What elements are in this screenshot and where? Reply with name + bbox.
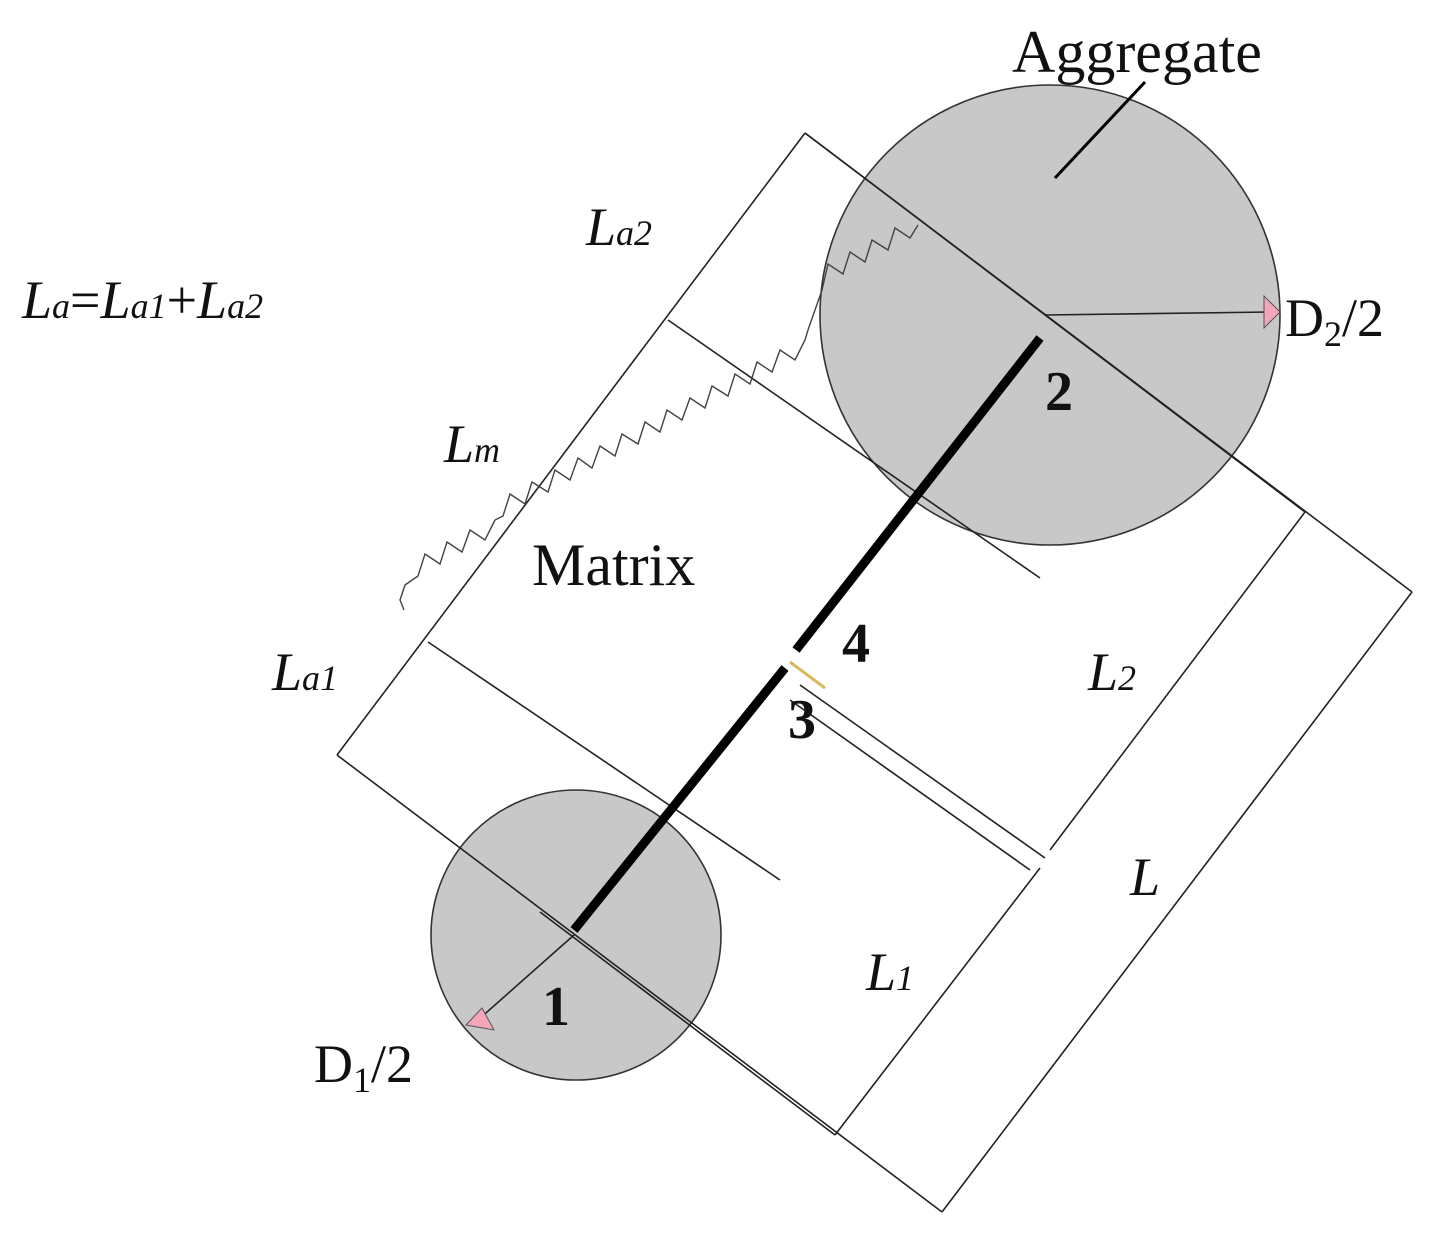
- label-D1-rest: /2: [371, 1034, 413, 1094]
- spring-matrix: [494, 339, 806, 521]
- formula-sub-a: a: [52, 286, 70, 326]
- label-L1-sub: 1: [896, 958, 914, 998]
- spring-aggregate-1: [399, 519, 496, 611]
- label-Lm-L: L: [443, 414, 474, 474]
- node-label-2: 2: [1045, 361, 1073, 423]
- bond-segment-1-3: [570, 665, 789, 933]
- label-D2-rest: /2: [1342, 288, 1384, 348]
- label-L1-L: L: [865, 942, 896, 1002]
- formula-L2: L: [100, 270, 131, 330]
- aggregate-label: Aggregate: [1012, 19, 1262, 85]
- node-label-4: 4: [842, 613, 870, 675]
- radius-arrow-D2: [1044, 294, 1281, 330]
- center-axis: [539, 911, 836, 1136]
- label-L2: L2: [1087, 642, 1136, 702]
- label-D1-D: D: [314, 1034, 353, 1094]
- formula-L1: L: [21, 270, 52, 330]
- label-D1-sub: 1: [353, 1060, 371, 1100]
- label-La1-sub: a1: [302, 658, 338, 698]
- radius-arrow-D1: [465, 934, 575, 1031]
- label-La1: La1: [271, 642, 338, 702]
- label-Lm-sub: m: [474, 430, 500, 470]
- node-label-3: 3: [788, 689, 816, 751]
- label-L1: L1: [865, 942, 914, 1002]
- center-axis-upper: [804, 132, 1306, 513]
- formula-eq: =: [70, 270, 100, 330]
- aggregate-pointer-line: [1053, 80, 1147, 180]
- label-D2-D: D: [1285, 288, 1324, 348]
- label-La2-sub: a2: [616, 213, 652, 253]
- label-L2-L: L: [1087, 642, 1118, 702]
- formula-sub-a2: a2: [227, 286, 263, 326]
- label-L: L: [1129, 847, 1160, 907]
- formula-plus: +: [167, 270, 197, 330]
- matrix-label: Matrix: [532, 532, 695, 598]
- node-label-1: 1: [542, 976, 570, 1038]
- label-La2-L: L: [585, 197, 616, 257]
- label-D2-sub: 2: [1324, 314, 1342, 354]
- label-La1-L: L: [271, 642, 302, 702]
- label-La2: La2: [585, 197, 652, 257]
- dimension-bracket-L1-L2: [789, 511, 1306, 1136]
- bond-gap-marker: [789, 660, 826, 690]
- label-L2-sub: 2: [1118, 658, 1136, 698]
- spring-aggregate-2: [804, 224, 919, 341]
- label-D2: D2/2: [1285, 288, 1384, 354]
- label-D1: D1/2: [314, 1034, 413, 1100]
- division-lines: [427, 319, 1041, 881]
- formula-L3: L: [196, 270, 227, 330]
- bond-segment-4-2: [792, 335, 1044, 653]
- formula-sub-a1: a1: [131, 286, 167, 326]
- formula-la: La=La1+La2: [21, 270, 263, 330]
- label-Lm: Lm: [443, 414, 500, 474]
